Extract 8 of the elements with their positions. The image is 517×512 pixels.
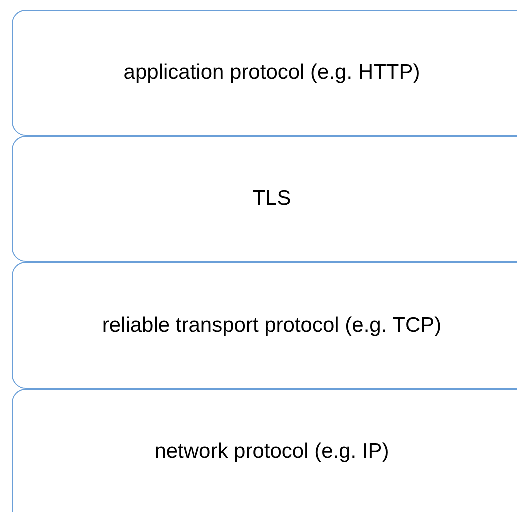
protocol-layer-box	[12, 10, 517, 136]
layer-label: application protocol (e.g. HTTP)	[124, 60, 420, 86]
layer-label: reliable transport protocol (e.g. TCP)	[102, 312, 442, 339]
layer-label: TLS	[252, 186, 292, 212]
layer-label: network protocol (e.g. IP)	[154, 439, 390, 466]
protocol-layer-box	[12, 262, 517, 389]
protocol-layer-box	[12, 389, 517, 512]
protocol-layer-box	[12, 136, 517, 262]
